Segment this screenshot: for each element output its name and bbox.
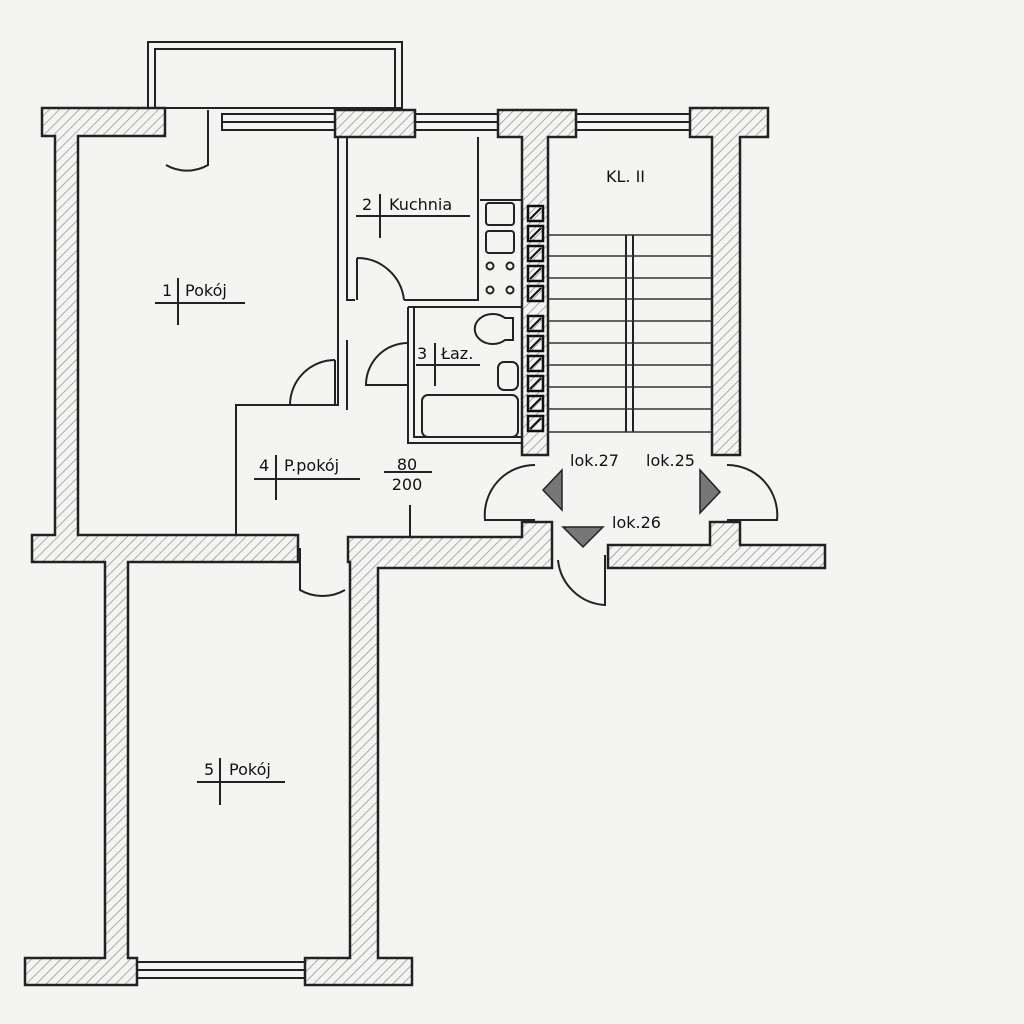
- svg-text:3: 3: [417, 344, 427, 363]
- apartment-label-right: lok.25: [646, 451, 695, 470]
- duct-icon: [526, 224, 545, 243]
- doors: [165, 110, 779, 607]
- svg-text:Kuchnia: Kuchnia: [389, 195, 452, 214]
- duct-icon: [526, 354, 545, 373]
- walls: [23, 106, 827, 987]
- room1-door[interactable]: [289, 359, 336, 406]
- svg-text:1: 1: [162, 281, 172, 300]
- duct-icon: [526, 204, 545, 223]
- svg-text:Pokój: Pokój: [185, 281, 227, 300]
- kitchen-fixtures: [480, 199, 522, 295]
- duct-icon: [526, 414, 545, 433]
- partitions: [235, 137, 522, 537]
- stove-icon: [485, 261, 515, 295]
- room-label-1: 1 Pokój: [155, 278, 245, 325]
- staircase-steps: [548, 234, 712, 433]
- room-label-4: 4 P.pokój: [254, 455, 360, 500]
- apartment-label-bottom: lok.26: [612, 513, 661, 532]
- bathroom-fixtures: [421, 313, 519, 438]
- balcony: [147, 41, 403, 109]
- room-label-2: 2 Kuchnia: [356, 194, 470, 238]
- duct-icon: [526, 284, 545, 303]
- room5-door[interactable]: [299, 548, 346, 597]
- door-lok25[interactable]: [726, 463, 779, 521]
- duct-icon: [526, 314, 545, 333]
- bathroom-door[interactable]: [364, 342, 409, 386]
- room-label-3: 3 Łaz.: [416, 343, 480, 386]
- staircase-label: KL. II: [606, 167, 645, 186]
- duct-icon: [526, 394, 545, 413]
- apartment-label-left: lok.27: [570, 451, 619, 470]
- toilet-icon: [473, 313, 514, 345]
- svg-text:2: 2: [362, 195, 372, 214]
- balcony-door[interactable]: [165, 110, 209, 172]
- svg-text:5: 5: [204, 760, 214, 779]
- svg-text:4: 4: [259, 456, 269, 475]
- svg-text:Pokój: Pokój: [229, 760, 271, 779]
- duct-icon: [526, 264, 545, 283]
- door-size-label: 80 200: [384, 455, 432, 494]
- entrance-door[interactable]: [557, 555, 606, 607]
- bathtub-icon: [421, 394, 519, 438]
- duct-icon: [526, 334, 545, 353]
- arrow-down-icon: [561, 526, 605, 549]
- svg-text:Łaz.: Łaz.: [440, 344, 473, 363]
- svg-text:P.pokój: P.pokój: [284, 456, 339, 475]
- door-lok27[interactable]: [483, 463, 536, 521]
- arrow-left-icon: [541, 468, 563, 512]
- arrow-right-icon: [699, 468, 722, 515]
- sink-icon: [485, 202, 515, 226]
- washbasin-icon: [497, 361, 519, 391]
- svg-text:80: 80: [397, 455, 417, 474]
- room-label-5: 5 Pokój: [197, 758, 285, 805]
- duct-icon: [526, 374, 545, 393]
- kitchen-door[interactable]: [356, 256, 405, 301]
- svg-text:200: 200: [392, 475, 423, 494]
- ventilation-ducts: [526, 204, 545, 433]
- duct-icon: [526, 244, 545, 263]
